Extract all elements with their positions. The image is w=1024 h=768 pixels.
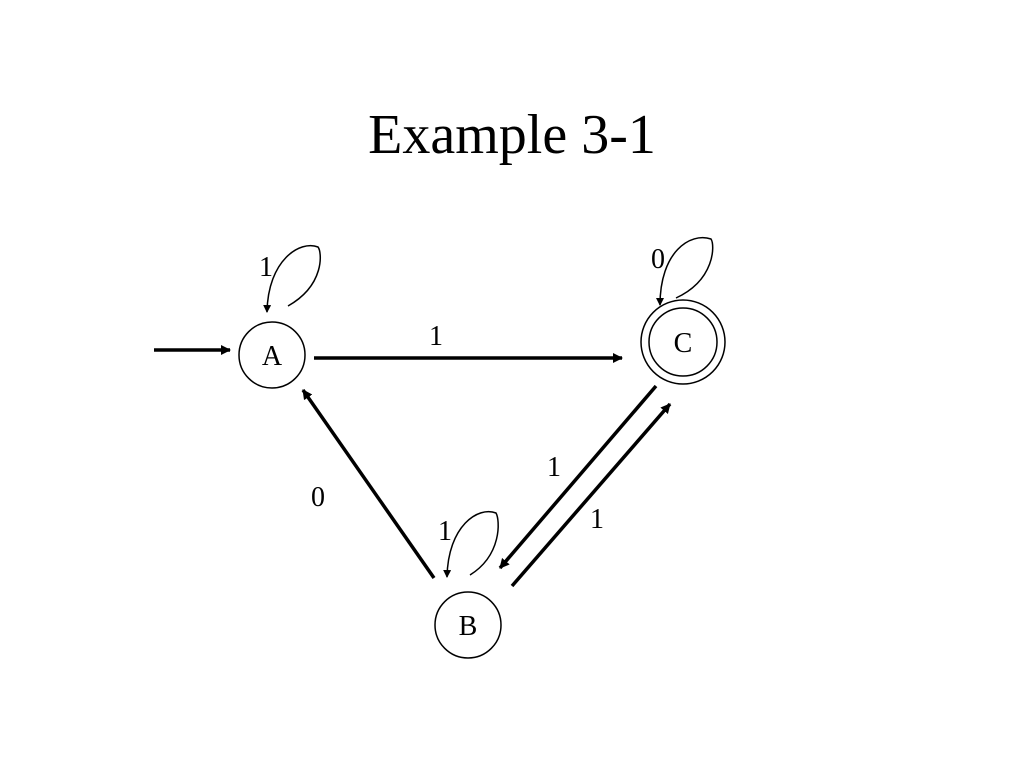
slide-title: Example 3-1 [368,104,656,166]
edge-b-to-c-label: 1 [590,504,604,535]
state-c-outer-circle [640,299,726,385]
edge-c-to-b [498,384,658,570]
state-a-label: A [262,341,283,372]
edge-a-to-c-label: 1 [429,321,443,352]
edge-b-self-loop [443,511,499,578]
state-a-circle [238,321,306,389]
edge-b-self-label: 1 [438,516,452,547]
edge-a-self-label: 1 [259,252,273,283]
state-c-inner-circle [648,307,718,377]
edge-c-self-loop [656,237,714,306]
state-a[interactable]: A [238,321,306,389]
edge-b-to-a-label: 0 [311,482,325,513]
state-c-label: C [674,328,693,359]
edge-b-to-c [510,402,672,588]
state-b-circle [434,591,502,659]
edge-a-self-loop [263,245,322,313]
state-c[interactable]: C [640,299,726,385]
state-b-label: B [459,611,478,642]
edge-b-to-a [301,388,436,580]
edge-c-self-label: 0 [651,244,665,275]
edge-c-to-b-label: 1 [547,452,561,483]
state-b[interactable]: B [434,591,502,659]
